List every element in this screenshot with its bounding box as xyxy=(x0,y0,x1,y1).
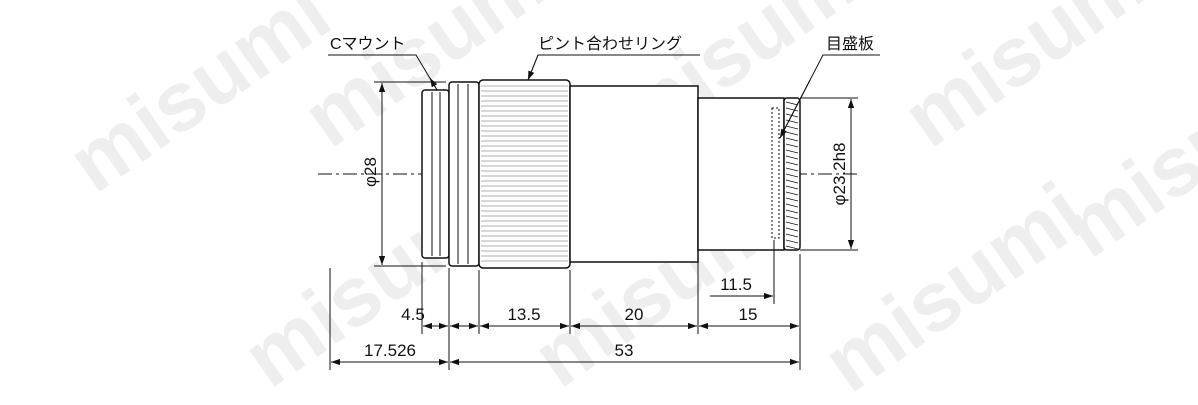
eyepiece-cap xyxy=(783,97,801,251)
len-total-label: 53 xyxy=(615,341,634,360)
focus-ring-knurling xyxy=(481,85,568,262)
eyepiece-tube xyxy=(697,97,785,251)
main-barrel xyxy=(569,85,699,263)
len-mount-label: 4.5 xyxy=(401,305,425,324)
dia-body-label: φ28 xyxy=(361,157,380,187)
flange-ring xyxy=(448,81,480,267)
len-focus-ring-label: 13.5 xyxy=(507,305,540,324)
len-flange-label: 17.526 xyxy=(364,341,416,360)
focus-ring xyxy=(478,79,571,269)
dia-eyepiece-label: φ23.2h8 xyxy=(830,142,849,205)
len-tube-label: 15 xyxy=(739,305,758,324)
extension-lines xyxy=(329,240,801,370)
eyepiece-body xyxy=(421,79,801,269)
reticle-plate xyxy=(771,107,780,239)
focus-ring-label: ピント合わせリング xyxy=(538,35,682,53)
len-body-label: 20 xyxy=(625,305,644,324)
c-mount-thread xyxy=(421,89,450,259)
c-mount-label: Cマウント xyxy=(330,35,406,53)
len-reticle-label: 11.5 xyxy=(720,275,752,294)
reticle-label: 目盛板 xyxy=(826,35,874,53)
